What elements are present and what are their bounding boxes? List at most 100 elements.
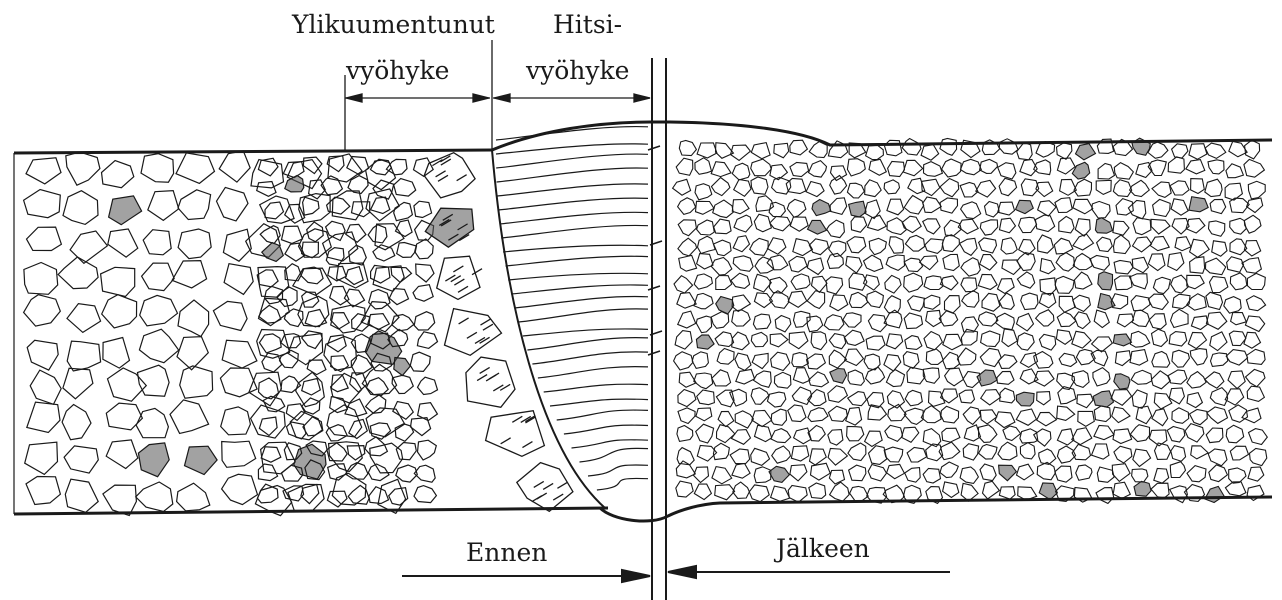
grain-cell: [176, 153, 215, 184]
fine-grain-cell: [843, 313, 861, 327]
fine-grain-cell: [849, 465, 866, 481]
fine-grain-cell: [1095, 218, 1112, 233]
grain-cell: [103, 338, 130, 369]
fine-grain-cell: [1189, 144, 1207, 160]
weld-crown: [492, 122, 1272, 150]
fine-grain-cell: [904, 408, 923, 424]
after-label: Jälkeen: [776, 536, 870, 561]
fine-grain-cell: [1212, 241, 1227, 256]
fine-grain-cell: [751, 159, 772, 176]
fine-grain-cell: [847, 183, 864, 198]
fine-grain-cell: [1244, 215, 1261, 233]
fine-grain-cell: [907, 367, 925, 384]
haz-grain: [425, 208, 473, 247]
weld-zone-label-line1: Hitsi-: [553, 12, 622, 37]
haz-hatch: [557, 482, 567, 488]
fine-grain-cell: [1186, 160, 1205, 174]
fine-grain-cell: [1152, 409, 1168, 426]
fine-grain-cell: [1226, 164, 1244, 178]
fine-grain-cell: [847, 237, 866, 253]
fine-grain-cell: [961, 159, 982, 175]
fine-grain-cell: [884, 355, 901, 371]
fine-grain-cell: [1225, 482, 1246, 496]
fine-grain-cell: [1059, 296, 1075, 312]
dendrite-line: [500, 212, 649, 224]
fine-grain-cell: [694, 373, 713, 389]
grain-cell: [331, 313, 350, 330]
fine-grain-cell: [790, 217, 808, 231]
fine-grain-cell: [715, 332, 734, 347]
fine-grain-cell: [733, 482, 750, 498]
fine-grain-cell: [886, 370, 904, 387]
fine-grain-cell: [1205, 179, 1222, 196]
grain-cell: [224, 264, 253, 295]
fine-grain-cell: [1225, 183, 1242, 200]
fine-grain-cell: [1003, 426, 1021, 441]
fine-grain-cell: [1152, 352, 1170, 368]
fine-grain-cell: [767, 392, 785, 407]
fine-grain-cell: [922, 179, 940, 195]
haz-grain: [445, 309, 502, 356]
fine-grain-cell: [1001, 238, 1017, 254]
divider-gap: [654, 124, 664, 514]
plate-bottom-edge-left: [14, 508, 608, 514]
fine-grain-cell: [1229, 141, 1247, 156]
fine-grain-cell: [678, 198, 696, 215]
dendrite-line: [503, 245, 648, 252]
fine-grain-cell: [1188, 332, 1206, 348]
fine-grain-cell: [1002, 329, 1017, 347]
fine-grain-cell: [904, 313, 922, 329]
fine-grain-cell: [865, 180, 882, 197]
fine-grain-cell: [751, 143, 770, 159]
fine-grain-cell: [1244, 332, 1261, 348]
fine-grain-cell: [998, 279, 1015, 294]
fine-grain-cell: [1172, 408, 1189, 424]
fine-grain-cell: [1078, 411, 1095, 426]
fine-grain-cell: [1039, 293, 1055, 308]
fine-grain-cell: [732, 464, 750, 479]
fine-grain-cell: [771, 409, 786, 425]
haz-hatch: [501, 438, 511, 444]
fine-grain-cell: [1191, 316, 1208, 330]
fine-grain-cell: [1097, 237, 1113, 251]
fine-grain-cell: [750, 238, 768, 255]
before-arrow: [402, 570, 650, 582]
fine-grain-cell: [849, 292, 867, 307]
weld-zone-dendrites: [496, 127, 648, 490]
fine-grain-cell: [788, 405, 806, 422]
fine-grain-cell: [905, 390, 922, 405]
fine-grain-cell: [1242, 408, 1261, 423]
fine-grain-cell: [1017, 272, 1034, 288]
fine-grain-cell: [1211, 353, 1228, 367]
fine-grain-cell: [824, 315, 844, 330]
fine-grain-cell: [1230, 198, 1250, 213]
fine-grain-cell: [1114, 163, 1133, 180]
dendrite-line: [527, 338, 648, 350]
fine-grain-cell: [851, 217, 867, 232]
fine-grain-cell: [1000, 218, 1016, 233]
fine-grain-cell: [1056, 253, 1074, 272]
grain-cell: [138, 443, 169, 477]
fine-grain-cell: [957, 348, 976, 365]
fine-grain-cell: [732, 200, 749, 214]
dendrite-line: [497, 184, 648, 196]
grain-cell: [27, 402, 60, 432]
fine-grain-cell: [961, 278, 977, 292]
fine-grain-cell: [809, 483, 826, 498]
fine-grain-cell: [806, 182, 824, 197]
fine-grain-cell: [904, 258, 922, 271]
fine-grain-cell: [1072, 162, 1089, 179]
haz-hatch: [454, 279, 464, 285]
fine-grain-cell: [1112, 407, 1130, 423]
fine-grain-cell: [1016, 200, 1034, 213]
fine-grain-cell: [885, 275, 901, 293]
grain-cell: [369, 290, 390, 309]
fine-grain-cell: [1094, 406, 1110, 422]
fine-grain-cell: [1057, 429, 1074, 445]
fine-grain-cell: [1208, 449, 1227, 466]
fine-grain-cell: [904, 273, 923, 292]
fine-grain-cell: [921, 406, 941, 423]
fine-grain-cell: [1000, 388, 1015, 403]
haz-hatch: [459, 318, 469, 324]
